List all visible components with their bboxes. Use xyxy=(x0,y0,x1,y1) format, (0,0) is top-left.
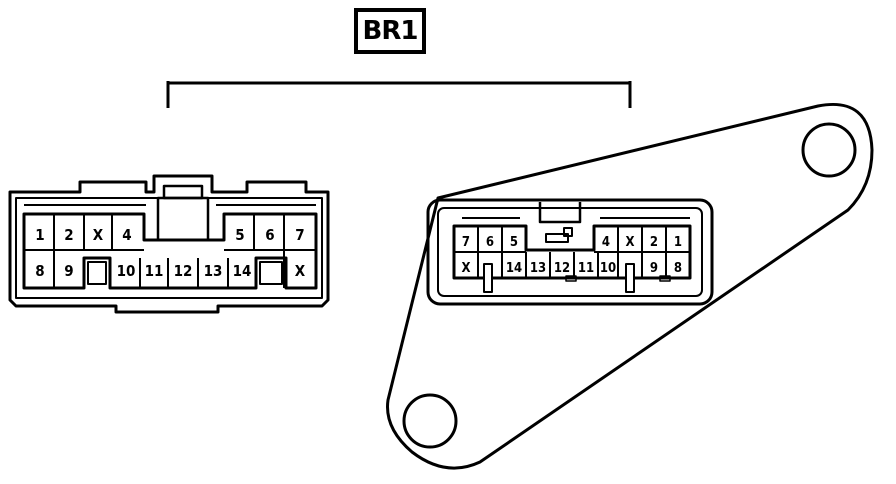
male-pin-label: 7 xyxy=(295,226,304,244)
male-pin-label: 5 xyxy=(235,226,244,244)
female-pin-label: X xyxy=(461,261,470,276)
female-pin-label: 12 xyxy=(554,261,570,276)
male-latch xyxy=(162,184,204,200)
male-pin-label: 13 xyxy=(204,262,223,280)
female-body xyxy=(426,198,714,306)
male-pin-label: 12 xyxy=(174,262,193,280)
female-latch-tab xyxy=(563,227,573,237)
male-latch-base xyxy=(156,196,210,242)
female-pin-label: 1 xyxy=(674,235,682,250)
female-latch-slot xyxy=(538,202,582,224)
male-pin-label: 11 xyxy=(145,262,164,280)
male-pin-label: 8 xyxy=(35,262,44,280)
male-pin-label: 2 xyxy=(64,226,73,244)
male-pin-label: 9 xyxy=(64,262,73,280)
female-face xyxy=(437,207,703,297)
female-pin-label: 2 xyxy=(650,235,658,250)
male-pin-label: X xyxy=(93,226,104,244)
female-pin-label: 5 xyxy=(510,235,518,250)
male-pin-label: 6 xyxy=(265,226,274,244)
male-pin-label: 14 xyxy=(233,262,252,280)
female-pin-label: 11 xyxy=(578,261,594,276)
female-pin-label: X xyxy=(625,235,634,250)
male-keyway-right xyxy=(259,261,283,285)
female-mounting-flange xyxy=(386,103,874,470)
female-pin-label: 4 xyxy=(602,235,610,250)
female-small-key-right xyxy=(659,275,671,282)
connector-label-box: BR1 xyxy=(354,8,426,54)
female-pin-label: 7 xyxy=(462,235,470,250)
female-pin-label: 14 xyxy=(506,261,522,276)
female-connector xyxy=(386,103,874,470)
mounting-hole-bottom-left xyxy=(402,393,458,449)
male-pin-label: 10 xyxy=(117,262,136,280)
female-pin-label: 10 xyxy=(600,261,616,276)
female-pin-labels: 7 6 5 4 X 2 1 X 14 13 12 11 10 9 8 xyxy=(461,235,682,276)
male-pin-labels: 1 2 X 4 5 6 7 8 9 10 11 12 13 14 X xyxy=(35,226,305,280)
male-pin-label: 4 xyxy=(122,226,131,244)
connector-label: BR1 xyxy=(362,16,419,46)
male-cavity-frame xyxy=(22,212,318,290)
male-pin-label: 1 xyxy=(35,226,44,244)
male-inner-shell xyxy=(15,197,323,299)
female-latch-window xyxy=(545,233,569,243)
female-guide-post-right xyxy=(625,263,635,293)
male-housing-outline xyxy=(8,174,330,314)
female-guide-post-left xyxy=(483,263,493,293)
male-pin-label: X xyxy=(295,262,306,280)
male-keyway-left xyxy=(87,261,107,285)
male-cell-grid xyxy=(24,214,316,288)
female-cavity-frame xyxy=(452,224,692,280)
female-pin-label: 8 xyxy=(674,261,682,276)
female-pin-label: 13 xyxy=(530,261,546,276)
mounting-hole-top-right xyxy=(801,122,857,178)
female-pin-label: 9 xyxy=(650,261,658,276)
female-cell-grid xyxy=(454,226,690,278)
female-pin-label: 6 xyxy=(486,235,494,250)
label-bracket xyxy=(166,81,632,108)
female-small-key-center xyxy=(565,275,577,282)
male-connector xyxy=(8,174,330,314)
